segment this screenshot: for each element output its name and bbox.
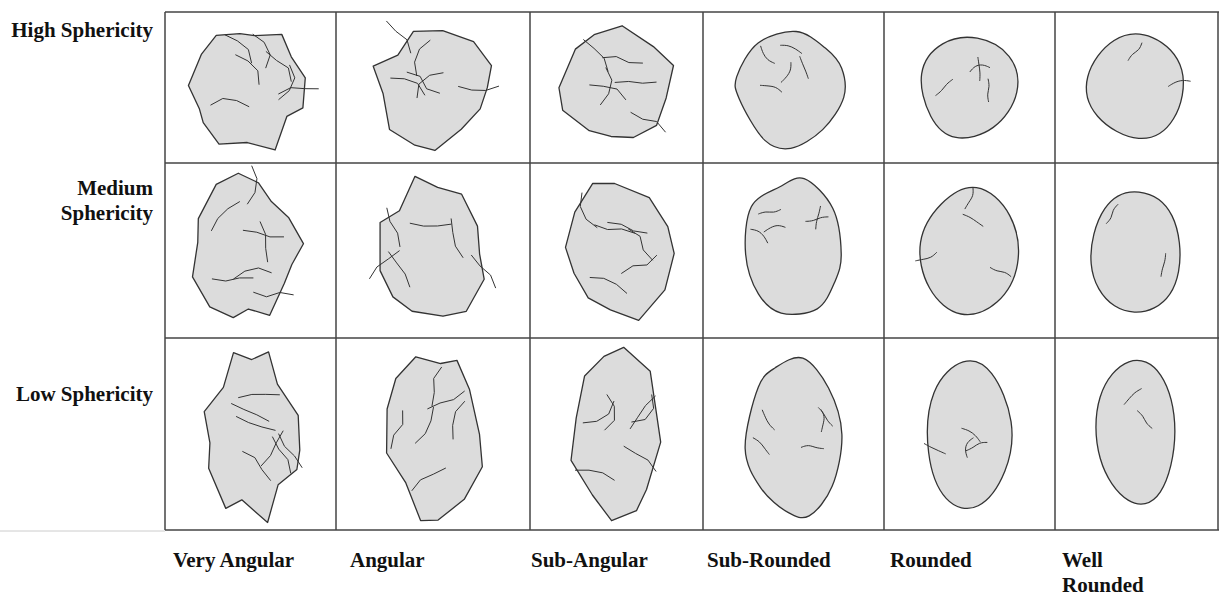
roundness-label: Angular: [350, 548, 520, 573]
grain-outline: [1096, 360, 1175, 504]
roundness-label: Sub-Angular: [531, 548, 696, 573]
roundness-label: Very Angular: [173, 548, 333, 573]
grain-outline: [745, 357, 842, 517]
grain-outline: [915, 187, 1018, 314]
sphericity-label: Medium Sphericity: [10, 176, 153, 226]
grain-outline: [921, 37, 1018, 138]
roundness-label: Rounded: [890, 548, 1050, 573]
grain-outline: [924, 361, 1012, 509]
grain-outline: [559, 26, 674, 138]
sphericity-label: High Sphericity: [10, 18, 153, 43]
grain-outline: [745, 178, 841, 315]
grain-outline: [1091, 192, 1180, 312]
grain-outline: [735, 31, 845, 149]
table-grid: [165, 12, 1219, 530]
grain-outline: [571, 347, 661, 520]
roundness-label: Well Rounded: [1062, 548, 1162, 598]
bottom-rule: [0, 531, 165, 532]
grain-outline: [373, 21, 499, 151]
grain-outline: [565, 183, 674, 320]
grain-outline: [387, 357, 483, 521]
grain-outline: [188, 34, 318, 150]
roundness-label: Sub-Rounded: [707, 548, 877, 573]
grain-outline: [204, 352, 302, 523]
grain-outline: [1086, 34, 1190, 138]
grain-outline: [192, 166, 303, 318]
grain-outline: [369, 176, 495, 316]
grain-drawings: [188, 21, 1190, 523]
sphericity-label: Low Sphericity: [10, 382, 153, 407]
